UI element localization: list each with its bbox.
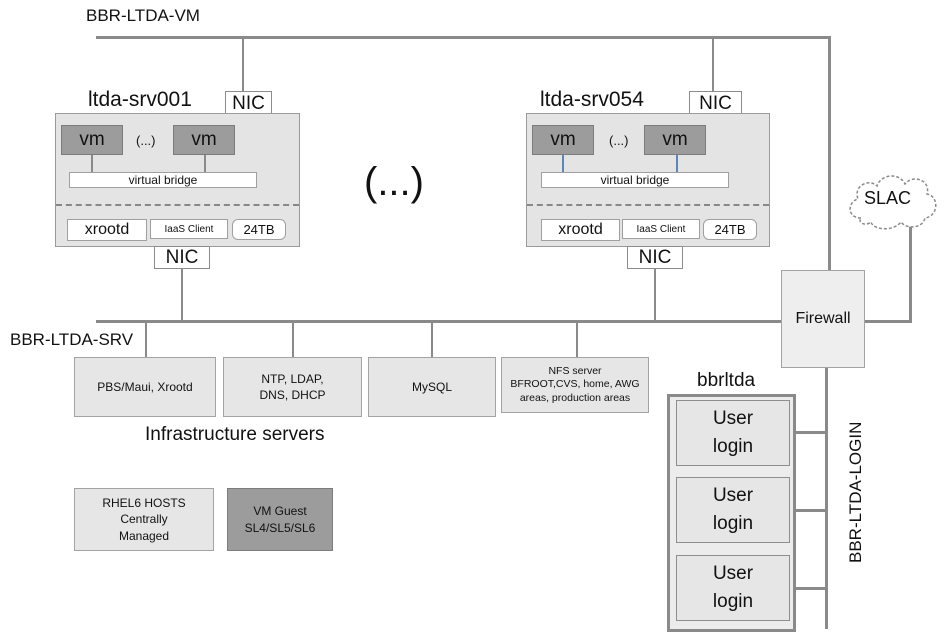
rhel-line3: Managed <box>118 528 170 543</box>
nic-top: NIC <box>689 91 742 116</box>
nfs-link <box>576 321 578 357</box>
vm-bridge-link <box>91 155 93 173</box>
vm-ellipsis: (...) <box>609 133 629 148</box>
mysql-label: MySQL <box>411 379 452 394</box>
vm-bridge-link <box>204 155 206 173</box>
ntp-link <box>292 321 294 357</box>
user-login-line2: login <box>712 436 754 457</box>
nfs-line1: NFS server <box>548 364 602 377</box>
legend-vm-guest: VM Guest SL4/SL5/SL6 <box>227 488 333 551</box>
disk-24tb: 24TB <box>703 219 757 240</box>
server-name: ltda-srv054 <box>540 88 644 111</box>
virtual-bridge: virtual bridge <box>541 172 729 188</box>
hypervisor-divider <box>56 204 299 206</box>
vm-bridge-link <box>676 155 678 173</box>
ntp-line2: DNS, DHCP <box>259 388 326 402</box>
login3-link <box>792 587 826 590</box>
nfs-line3: areas, production areas <box>519 391 631 404</box>
vm-box: vm <box>532 125 594 155</box>
disk-24tb: 24TB <box>232 219 286 240</box>
login1-link <box>792 431 826 434</box>
vm-guest-line1: VM Guest <box>253 504 307 519</box>
user-login-node: User login <box>676 555 790 621</box>
nic-bottom: NIC <box>627 246 683 269</box>
pbs-maui-server: PBS/Maui, Xrootd <box>74 357 216 417</box>
vm-box: vm <box>173 125 235 155</box>
user-login-line2: login <box>712 513 754 534</box>
vm-network-label: BBR-LTDA-VM <box>86 6 200 25</box>
slac-firewall-link-h <box>864 320 912 323</box>
nfs-line2: BFROOT,CVS, home, AWG <box>510 378 640 391</box>
mysql-server: MySQL <box>368 357 496 417</box>
rhel-line1: RHEL6 HOSTS <box>102 496 186 511</box>
ntp-ldap-server: NTP, LDAP, DNS, DHCP <box>223 357 362 417</box>
user-login-line1: User <box>712 408 754 430</box>
vm-bridge-link <box>562 155 564 173</box>
bbr-ltda-vm-bus <box>96 36 830 39</box>
slac-firewall-link-v <box>909 226 912 323</box>
legend-rhel6-hosts: RHEL6 HOSTS Centrally Managed <box>74 488 214 551</box>
server-name: ltda-srv001 <box>88 88 192 111</box>
user-login-node: User login <box>676 477 790 543</box>
infrastructure-title: Infrastructure servers <box>145 424 325 445</box>
bbrltda-title: bbrltda <box>697 370 756 391</box>
pbs-link <box>145 321 147 357</box>
login2-link <box>792 509 826 512</box>
hypervisor-divider <box>527 204 769 206</box>
srv-network-label: BBR-LTDA-SRV <box>10 330 134 349</box>
slac-cloud-icon <box>849 175 937 230</box>
srv054-bottom-link <box>654 267 656 321</box>
more-servers-ellipsis: (...) <box>364 160 424 204</box>
slac-label: SLAC <box>864 188 912 208</box>
ntp-line1: NTP, LDAP, <box>261 371 324 386</box>
nfs-server: NFS server BFROOT,CVS, home, AWG areas, … <box>501 357 649 413</box>
iaas-client-box: IaaS Client <box>150 219 228 239</box>
vm-ellipsis: (...) <box>136 133 156 148</box>
vm-box: vm <box>644 125 706 155</box>
nic-bottom: NIC <box>154 246 210 269</box>
srv054-top-link <box>712 37 714 92</box>
xrootd-box: xrootd <box>541 219 620 241</box>
user-login-line2: login <box>712 591 754 612</box>
user-login-line1: User <box>712 563 754 585</box>
srv001-top-link <box>242 37 244 92</box>
vm-box: vm <box>61 125 123 155</box>
rhel-line2: Centrally <box>120 512 168 527</box>
iaas-client-box: IaaS Client <box>622 219 700 239</box>
user-login-line1: User <box>712 485 754 507</box>
vm-bus-right-drop <box>828 36 831 270</box>
pbs-label: PBS/Maui, Xrootd <box>97 379 193 394</box>
vm-guest-line2: SL4/SL5/SL6 <box>244 520 316 535</box>
firewall-box: Firewall <box>781 270 865 368</box>
mysql-link <box>431 321 433 357</box>
user-login-node: User login <box>676 400 790 466</box>
bbr-ltda-srv-bus <box>96 320 782 323</box>
login-network-label: BBR-LTDA-LOGIN <box>846 421 865 563</box>
srv001-bottom-link <box>181 267 183 321</box>
virtual-bridge: virtual bridge <box>69 172 257 188</box>
bbr-ltda-login-bus <box>825 367 828 629</box>
firewall-label: Firewall <box>795 310 851 327</box>
nic-top: NIC <box>225 91 272 116</box>
xrootd-box: xrootd <box>67 219 147 241</box>
